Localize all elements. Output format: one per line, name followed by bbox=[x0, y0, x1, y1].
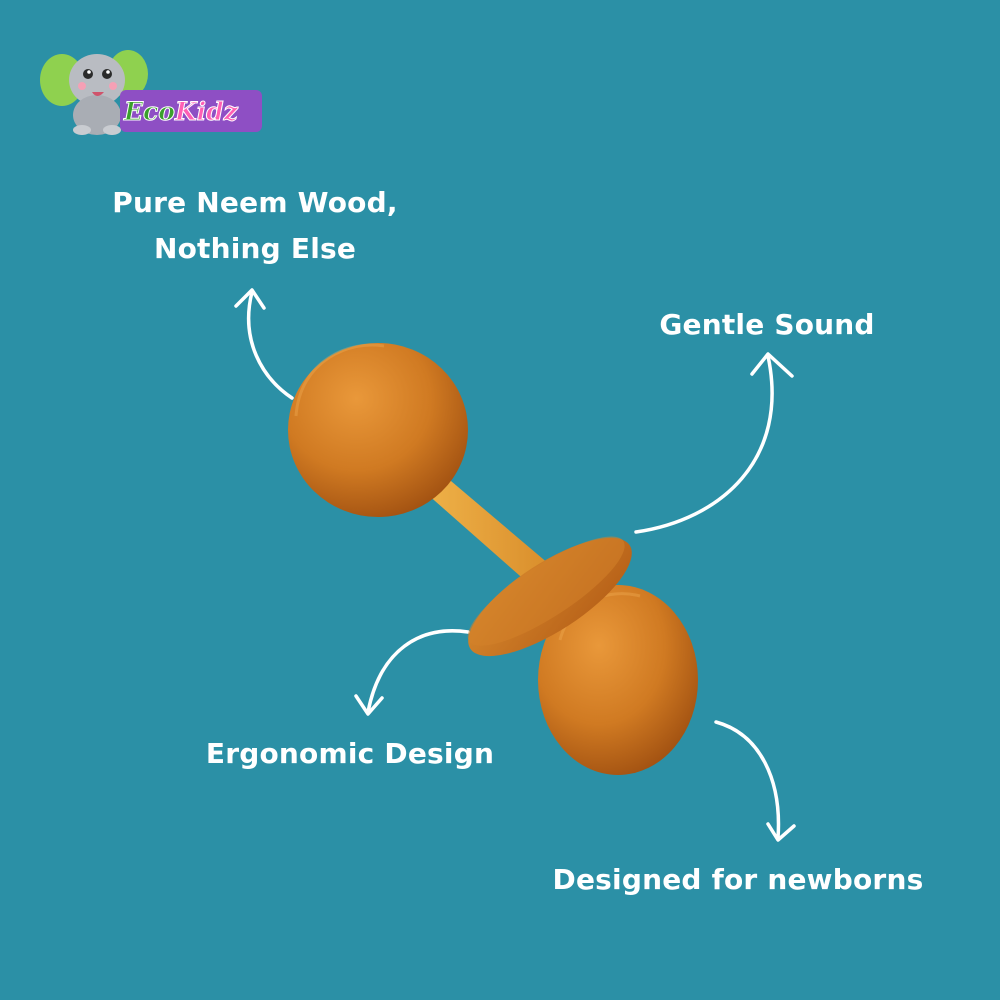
logo-plate bbox=[120, 90, 262, 132]
wooden-rattle-icon bbox=[288, 343, 698, 775]
arrow-newborns bbox=[714, 720, 796, 842]
brand-logo-text: EcoKidz bbox=[124, 94, 239, 130]
rattle-handle bbox=[418, 470, 556, 590]
elephant-icon bbox=[40, 50, 148, 135]
feature-pure-neem-line1: Pure Neem Wood, bbox=[112, 186, 398, 219]
feature-gentle-sound: Gentle Sound bbox=[659, 308, 875, 341]
arrow-gentle-sound bbox=[634, 352, 794, 534]
rattle-bottom-ball bbox=[538, 585, 698, 775]
rattle-top-ball bbox=[288, 343, 468, 517]
arrow-ergonomic bbox=[354, 629, 470, 716]
rattle-disc bbox=[467, 536, 632, 657]
feature-pure-neem-wood: Pure Neem Wood, Nothing Else bbox=[90, 180, 420, 272]
feature-pure-neem-line2: Nothing Else bbox=[153, 232, 357, 265]
feature-designed-for-newborns: Designed for newborns bbox=[552, 863, 924, 896]
feature-ergonomic-design: Ergonomic Design bbox=[205, 737, 495, 770]
brand-name-kidz: Kidz bbox=[174, 97, 238, 127]
brand-name-eco: Eco bbox=[124, 97, 176, 127]
arrow-pure-wood bbox=[234, 288, 294, 400]
